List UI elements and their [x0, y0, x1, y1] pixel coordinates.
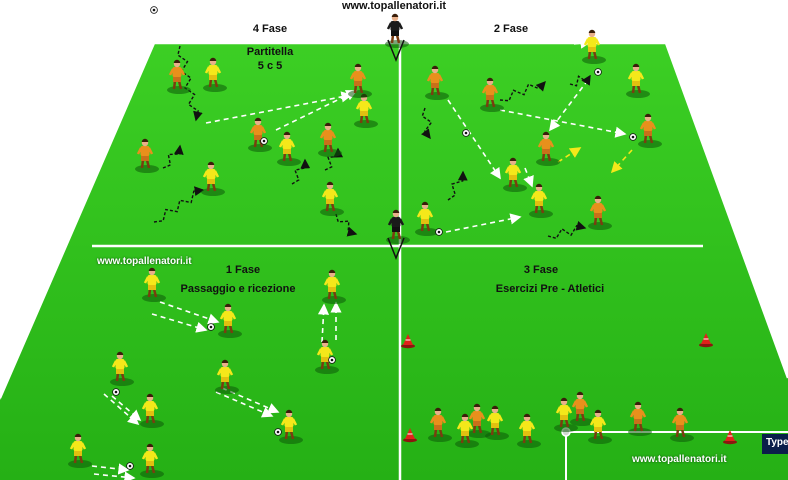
- ball-3: [629, 133, 637, 141]
- phase-4-title: 4 Fase: [252, 23, 288, 35]
- player-14: [503, 157, 527, 192]
- player-17: [425, 65, 449, 100]
- phase-3-title: 3 Fase: [523, 264, 559, 276]
- site-title[interactable]: www.topallenatori.it: [341, 0, 447, 12]
- player-16: [415, 201, 439, 236]
- pass-arrow-10: [447, 99, 501, 180]
- cone-0: [401, 334, 415, 349]
- pass-arrow-11: [523, 167, 534, 188]
- player-37: [455, 413, 479, 448]
- player-27: [215, 359, 239, 394]
- player-11: [348, 63, 372, 98]
- pass-arrow-27: [215, 391, 274, 418]
- player-25: [315, 339, 339, 374]
- pass-arrow-22: [151, 313, 208, 333]
- ball-4: [435, 228, 443, 236]
- pass-arrow-23: [317, 303, 330, 343]
- player-30: [68, 433, 92, 468]
- player-34: [570, 391, 594, 426]
- player-28: [140, 393, 164, 428]
- player-40: [554, 397, 578, 432]
- pass-arrow-21: [159, 301, 220, 325]
- ball-2: [462, 129, 470, 137]
- player-12: [582, 29, 606, 64]
- pass-arrow-26: [111, 395, 142, 422]
- pass-arrow-13: [557, 147, 582, 163]
- dribble-arrow-5: [291, 158, 311, 185]
- players: [68, 13, 694, 478]
- phase-2-title: 2 Fase: [493, 23, 529, 35]
- player-39: [517, 413, 541, 448]
- player-9: [248, 117, 272, 152]
- cone-2: [403, 428, 417, 443]
- cones: [401, 333, 737, 445]
- player-20: [638, 113, 662, 148]
- cone-1: [699, 333, 713, 348]
- ball-7: [112, 388, 120, 396]
- player-36: [670, 407, 694, 442]
- dribble-arrow-6: [335, 213, 358, 237]
- player-8: [135, 138, 159, 173]
- pitch-outline: [0, 41, 788, 399]
- ball-0: [260, 137, 268, 145]
- ball-8: [274, 428, 282, 436]
- dribble-arrow-20: [569, 74, 591, 87]
- dribble-arrow-16: [499, 80, 546, 102]
- player-7: [167, 59, 191, 94]
- phase-1-title: 1 Fase: [225, 264, 261, 276]
- pass-arrow-14: [610, 149, 633, 174]
- player-3: [277, 131, 301, 166]
- movement-arrows: [91, 37, 633, 480]
- watermark-left: www.topallenatori.it: [97, 256, 192, 267]
- player-15: [529, 183, 553, 218]
- dribble-arrow-2: [177, 45, 203, 122]
- player-10: [318, 122, 342, 157]
- player-6: [201, 161, 225, 196]
- pass-arrow-12: [445, 213, 522, 233]
- player-31: [140, 443, 164, 478]
- pass-arrow-30: [93, 471, 136, 480]
- ball-1: [594, 68, 602, 76]
- ball-10: [150, 6, 158, 14]
- player-35: [628, 401, 652, 436]
- player-26: [110, 351, 134, 386]
- pass-arrow-29: [91, 463, 130, 475]
- phase-3-subtitle: Esercizi Pre - Atletici: [495, 283, 605, 295]
- dribble-arrow-17: [421, 107, 433, 140]
- player-24: [322, 269, 346, 304]
- dribble-arrow-4: [162, 144, 184, 169]
- player-29: [279, 409, 303, 444]
- dribble-arrow-18: [447, 170, 468, 201]
- phase-4-subtitle-line2: 5 c 5: [257, 60, 283, 72]
- ball-5: [207, 323, 215, 331]
- ball-9: [126, 462, 134, 470]
- player-23: [218, 303, 242, 338]
- pass-arrow-8: [549, 79, 589, 132]
- pitch-surface: [0, 43, 788, 480]
- pass-arrow-9: [499, 109, 627, 138]
- watermark-right: www.topallenatori.it: [632, 454, 727, 465]
- player-22: [142, 267, 166, 302]
- pass-arrow-1: [205, 91, 353, 124]
- type-tool-tab[interactable]: Type: [762, 434, 788, 454]
- player-38: [485, 405, 509, 440]
- dribble-arrow-3: [153, 186, 205, 223]
- player-18: [480, 77, 504, 112]
- player-32: [428, 407, 452, 442]
- cone-3: [723, 430, 737, 445]
- player-13: [626, 63, 650, 98]
- balls: [112, 6, 637, 470]
- player-41: [588, 409, 612, 444]
- player-2: [203, 57, 227, 92]
- player-21: [588, 195, 612, 230]
- ball-6: [328, 356, 336, 364]
- phase-1-subtitle: Passaggio e ricezione: [180, 283, 296, 295]
- phase-4-subtitle-line1: Partitella: [246, 46, 294, 58]
- player-4: [320, 181, 344, 216]
- dribble-arrow-19: [547, 221, 587, 240]
- player-19: [536, 131, 560, 166]
